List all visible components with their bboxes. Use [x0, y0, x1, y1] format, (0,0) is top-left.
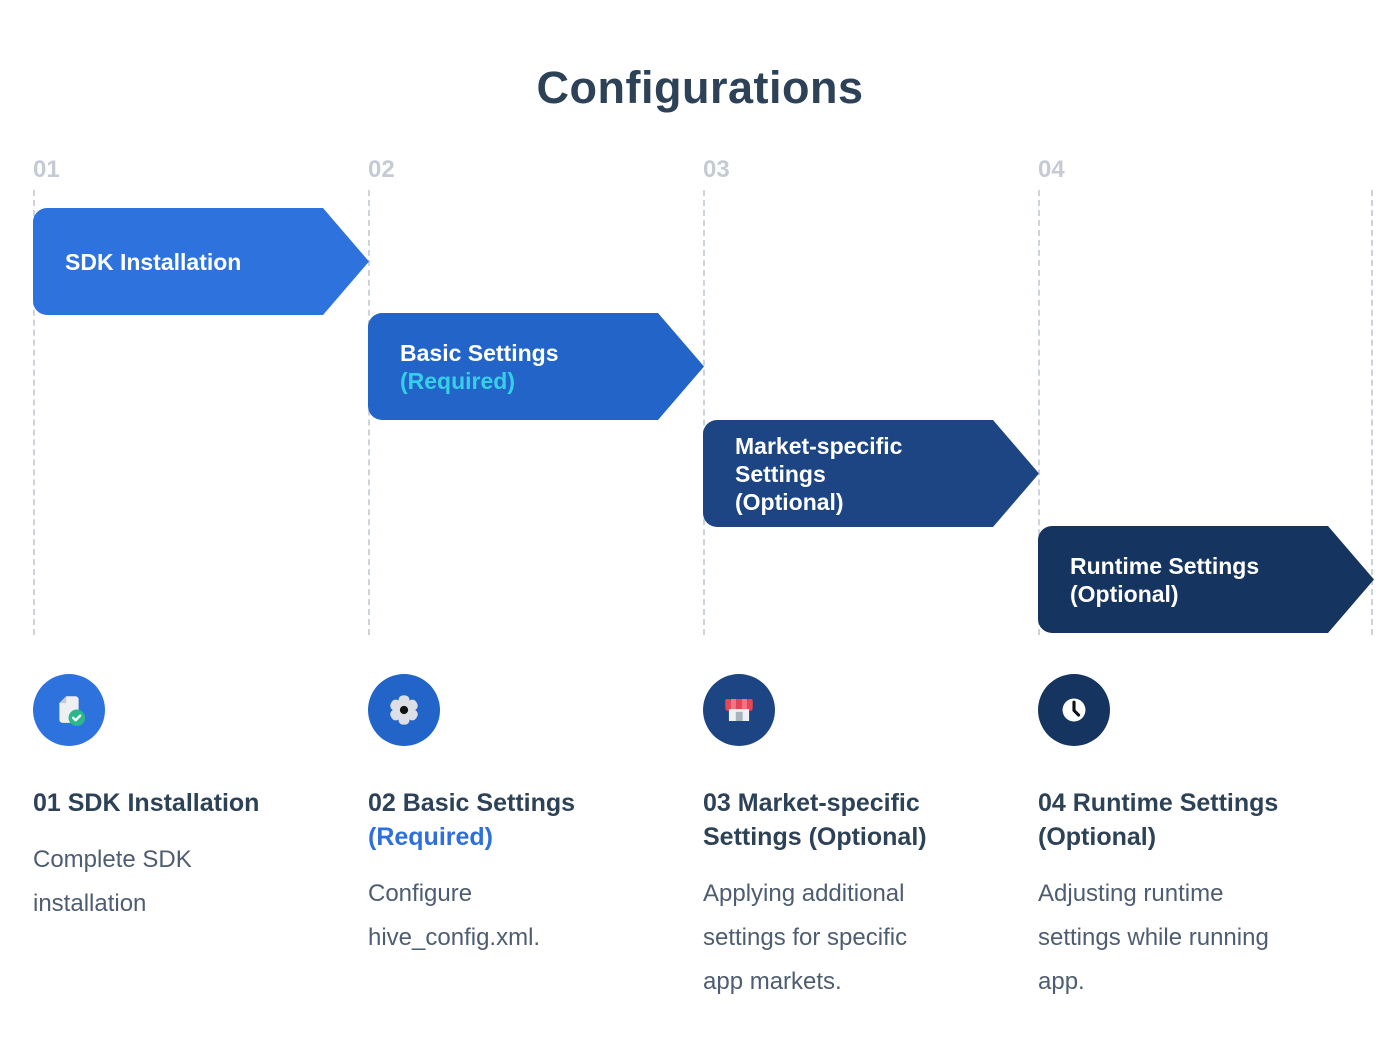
- step-banner-basic-settings: Basic Settings (Required): [368, 313, 704, 420]
- banner-body: SDK Installation: [33, 208, 323, 315]
- step-description: Configure hive_config.xml.: [368, 880, 541, 951]
- step-heading: 02 Basic Settings (Required): [368, 786, 673, 854]
- step-banner-sdk-installation: SDK Installation: [33, 208, 369, 315]
- banner-title: Runtime Settings: [1070, 552, 1260, 579]
- document-check-icon: [33, 674, 105, 746]
- banner-body: Market-specific Settings (Optional): [703, 420, 993, 527]
- banner-arrow-tip: [993, 420, 1039, 527]
- banner-subtitle: (Optional): [1070, 580, 1179, 607]
- banner-arrow-tip: [323, 208, 369, 315]
- storefront-glyph: [725, 699, 753, 721]
- banner-body: Runtime Settings (Optional): [1038, 526, 1328, 633]
- step-heading: 01 SDK Installation: [33, 786, 338, 820]
- step-heading: 04 Runtime Settings (Optional): [1038, 786, 1343, 854]
- step-detail-column: 04 Runtime Settings (Optional) Adjusting…: [1038, 674, 1343, 1004]
- step-banner-runtime-settings: Runtime Settings (Optional): [1038, 526, 1374, 633]
- step-description: Complete SDK installation: [33, 846, 192, 917]
- banner-arrow-tip: [658, 313, 704, 420]
- banner-title: SDK Installation: [65, 248, 242, 275]
- clock-glyph: [1062, 698, 1086, 722]
- banner-title: Market-specific Settings: [735, 432, 903, 487]
- step-heading-text: 03 Market-specific Settings (Optional): [703, 789, 927, 851]
- step-heading-text: 01 SDK Installation: [33, 789, 260, 817]
- gear-glyph: [390, 695, 418, 725]
- step-number: 02: [368, 156, 395, 183]
- banner-title: Basic Settings: [400, 339, 559, 366]
- banner-body: Basic Settings (Required): [368, 313, 658, 420]
- step-heading: 03 Market-specific Settings (Optional): [703, 786, 1008, 854]
- clock-icon: [1038, 674, 1110, 746]
- banner-arrow-tip: [1328, 526, 1374, 633]
- step-detail-column: 01 SDK Installation Complete SDK install…: [33, 674, 338, 926]
- storefront-icon: [703, 674, 775, 746]
- step-heading-text: 04 Runtime Settings (Optional): [1038, 789, 1279, 851]
- step-banner-market-specific-settings: Market-specific Settings (Optional): [703, 420, 1039, 527]
- gear-icon: [368, 674, 440, 746]
- step-number: 04: [1038, 156, 1065, 183]
- step-heading-text: 02 Basic Settings: [368, 789, 576, 817]
- timeline-divider: [703, 190, 705, 635]
- timeline-divider: [33, 190, 35, 635]
- step-description: Applying additional settings for specifi…: [703, 880, 908, 995]
- timeline-divider: [1371, 190, 1373, 635]
- step-detail-column: 03 Market-specific Settings (Optional) A…: [703, 674, 1008, 1004]
- step-number: 01: [33, 156, 60, 183]
- step-description: Adjusting runtime settings while running…: [1038, 880, 1269, 995]
- timeline-divider: [1038, 190, 1040, 635]
- document-check-glyph: [59, 696, 86, 727]
- step-number: 03: [703, 156, 730, 183]
- banner-subtitle: (Required): [400, 367, 515, 394]
- step-detail-column: 02 Basic Settings (Required) Configure hi…: [368, 674, 673, 960]
- step-heading-suffix: (Required): [368, 823, 493, 851]
- banner-subtitle: (Optional): [735, 488, 844, 515]
- page-title: Configurations: [536, 62, 864, 113]
